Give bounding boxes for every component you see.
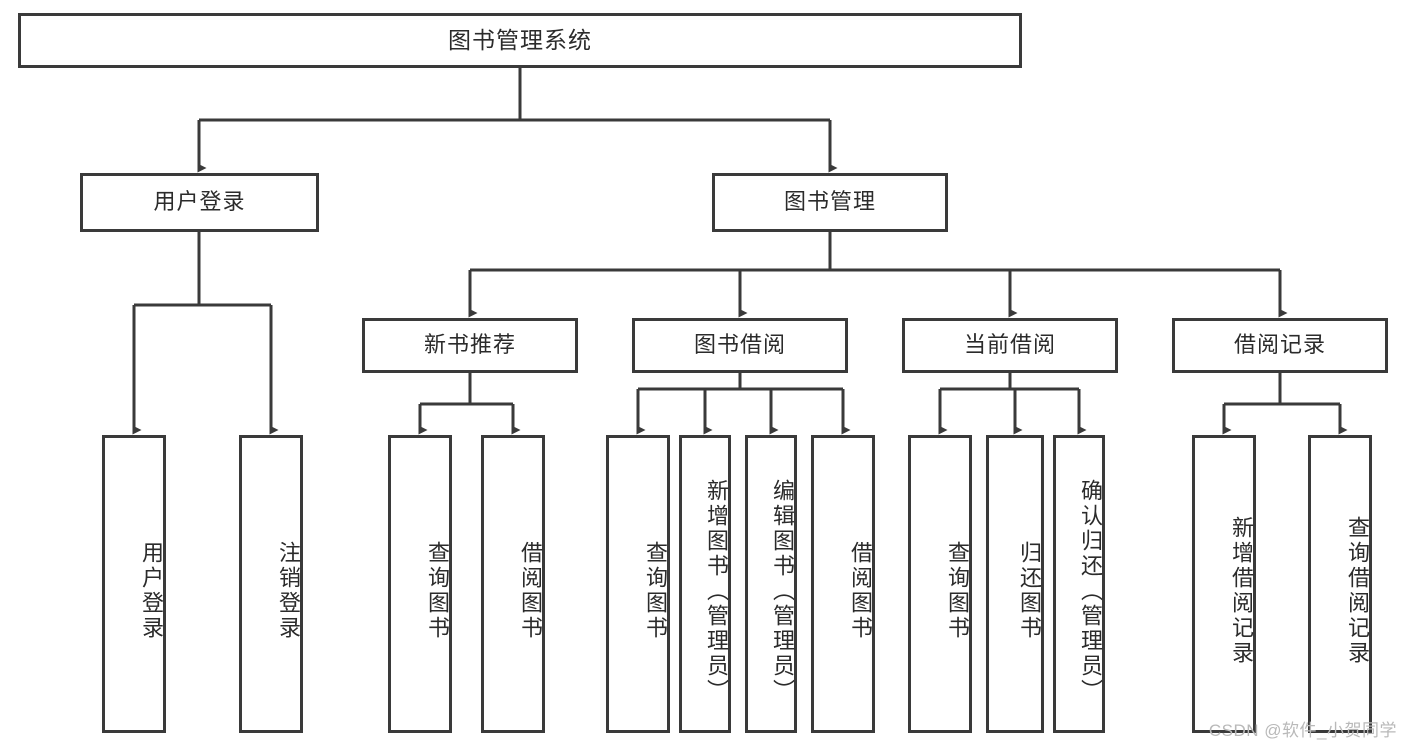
leaf-label: 确认归还（管理员） — [1078, 478, 1103, 704]
node-leaf-query-book-rec[interactable]: 查询图书 — [388, 435, 452, 733]
node-leaf-add-book[interactable]: 新增图书（管理员） — [679, 435, 731, 733]
node-leaf-logout[interactable]: 注销登录 — [239, 435, 303, 733]
leaf-label: 借阅图书 — [518, 541, 543, 641]
leaf-label: 查询图书 — [945, 541, 970, 641]
node-leaf-add-record[interactable]: 新增借阅记录 — [1192, 435, 1256, 733]
leaf-label: 查询图书 — [425, 541, 450, 641]
node-leaf-confirm-return[interactable]: 确认归还（管理员） — [1053, 435, 1105, 733]
leaf-label: 注销登录 — [276, 541, 301, 641]
node-current-borrow[interactable]: 当前借阅 — [902, 318, 1118, 373]
node-leaf-query-book-borrow[interactable]: 查询图书 — [606, 435, 670, 733]
node-new-book-recommend[interactable]: 新书推荐 — [362, 318, 578, 373]
node-user-login[interactable]: 用户登录 — [80, 173, 319, 232]
node-leaf-query-record[interactable]: 查询借阅记录 — [1308, 435, 1372, 733]
node-book-borrow[interactable]: 图书借阅 — [632, 318, 848, 373]
node-root-system[interactable]: 图书管理系统 — [18, 13, 1022, 68]
node-book-manage[interactable]: 图书管理 — [712, 173, 948, 232]
leaf-label: 编辑图书（管理员） — [770, 478, 795, 704]
leaf-label: 查询图书 — [643, 541, 668, 641]
leaf-label: 归还图书 — [1017, 541, 1042, 641]
leaf-label: 借阅图书 — [848, 541, 873, 641]
leaf-label: 新增图书（管理员） — [704, 478, 729, 704]
leaf-label: 查询借阅记录 — [1345, 516, 1370, 666]
node-leaf-user-login[interactable]: 用户登录 — [102, 435, 166, 733]
leaf-label: 新增借阅记录 — [1229, 516, 1254, 666]
node-leaf-edit-book[interactable]: 编辑图书（管理员） — [745, 435, 797, 733]
node-borrow-record[interactable]: 借阅记录 — [1172, 318, 1388, 373]
node-leaf-return-book[interactable]: 归还图书 — [986, 435, 1044, 733]
leaf-label: 用户登录 — [139, 541, 164, 641]
node-leaf-borrow-book[interactable]: 借阅图书 — [811, 435, 875, 733]
node-leaf-query-book-cur[interactable]: 查询图书 — [908, 435, 972, 733]
watermark-text: CSDN @软件_小贺同学 — [1208, 721, 1397, 740]
node-leaf-borrow-book-rec[interactable]: 借阅图书 — [481, 435, 545, 733]
